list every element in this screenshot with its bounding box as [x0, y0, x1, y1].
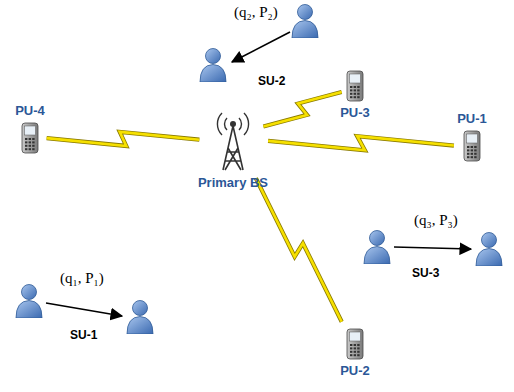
- base-station-tower: Primary BS: [206, 108, 260, 172]
- primary-user-phone: PU-2: [345, 328, 365, 360]
- link-parameter: (q₃, P₃): [412, 212, 460, 229]
- secondary-user-label: SU-3: [412, 266, 439, 280]
- wireless-link: [268, 136, 454, 150]
- phone-icon: [345, 328, 365, 360]
- node-label: PU-2: [340, 363, 370, 378]
- node-label: PU-3: [340, 105, 370, 120]
- link-parameter: (q₁, P₁): [58, 270, 106, 287]
- primary-user-phone: PU-3: [345, 70, 365, 102]
- secondary-user-label: SU-1: [70, 328, 97, 342]
- phone-icon: [20, 122, 40, 154]
- link-parameter: (q₂, P₂): [232, 4, 280, 21]
- node-label: Primary BS: [198, 175, 268, 190]
- secondary-user-label: SU-2: [258, 74, 285, 88]
- primary-user-phone: PU-4: [20, 122, 40, 154]
- phone-icon: [345, 70, 365, 102]
- su-3-pair: [364, 231, 502, 267]
- node-label: PU-4: [15, 103, 45, 118]
- su-1-pair: [16, 285, 153, 335]
- wireless-link: [256, 178, 342, 322]
- su-2-pair: [200, 5, 318, 83]
- wireless-link: [263, 92, 341, 127]
- phone-icon: [462, 130, 482, 162]
- node-label: PU-1: [457, 111, 487, 126]
- wireless-link: [47, 132, 200, 146]
- tower-icon: [206, 108, 260, 172]
- primary-user-phone: PU-1: [462, 130, 482, 162]
